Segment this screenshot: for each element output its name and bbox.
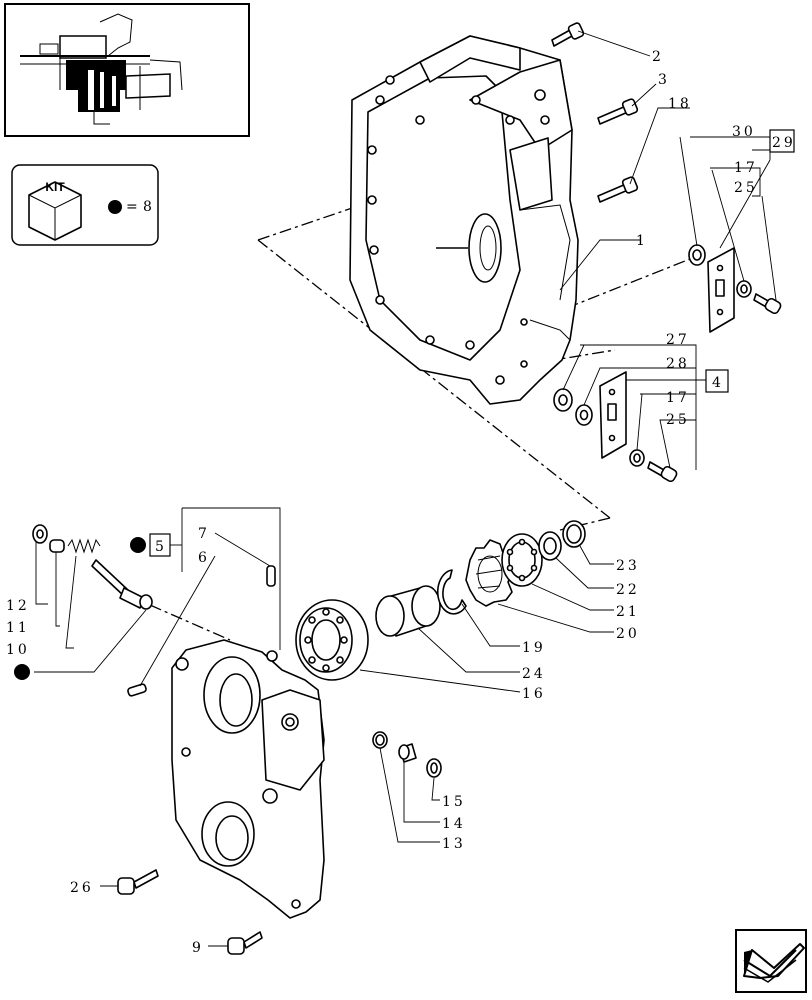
bolt-2[interactable]: [551, 22, 585, 47]
callout-14: 14: [442, 816, 466, 832]
callout-11: 11: [6, 620, 30, 636]
front-cover[interactable]: [171, 639, 325, 919]
plate-29[interactable]: [707, 247, 735, 333]
detent-plunger[interactable]: [91, 559, 153, 610]
plug-11[interactable]: [49, 539, 65, 553]
callout-2: 2: [652, 49, 664, 65]
callout-16: 16: [522, 686, 546, 702]
callout-21: 21: [616, 604, 640, 620]
leader-lines: [34, 30, 777, 947]
callout-1: 1: [636, 233, 648, 249]
main-housing[interactable]: [349, 35, 579, 405]
callout-20: 20: [616, 626, 640, 642]
location-thumbnail[interactable]: [4, 3, 250, 137]
gear-20[interactable]: [465, 539, 513, 607]
callout-17a: 17: [734, 160, 758, 176]
callout-12: 12: [6, 598, 30, 614]
kit-equals: =: [126, 199, 141, 215]
callout-17b: 17: [666, 390, 690, 406]
kit-bullet-icon: [108, 200, 122, 214]
bullet-left-icon: [14, 664, 30, 680]
callout-5: 5: [155, 539, 167, 555]
washer-17-upper[interactable]: [736, 280, 752, 298]
snap-ring-19[interactable]: [436, 569, 467, 615]
callout-26: 26: [70, 880, 94, 896]
kit-legend: KIT = 8: [11, 164, 159, 246]
kit-quantity: 8: [143, 199, 155, 215]
callout-10: 10: [6, 642, 30, 658]
callout-25a: 25: [734, 180, 758, 196]
callout-29: 29: [772, 135, 796, 151]
callout-13: 13: [442, 836, 466, 852]
plate-4[interactable]: [599, 371, 627, 459]
next-page-button[interactable]: [735, 929, 807, 993]
callout-23: 23: [616, 558, 640, 574]
callout-25b: 25: [666, 412, 690, 428]
callout-22: 22: [616, 582, 640, 598]
circlip-12[interactable]: [32, 524, 48, 544]
callout-18: 18: [668, 96, 692, 112]
kit-label: KIT: [45, 180, 65, 194]
arrow-icon: [743, 943, 805, 983]
callout-9: 9: [192, 940, 204, 956]
o-ring-13[interactable]: [372, 731, 388, 749]
washer-17-lower[interactable]: [629, 449, 645, 467]
callout-4: 4: [712, 375, 724, 391]
ring-22[interactable]: [538, 531, 562, 561]
callout-27: 27: [666, 332, 690, 348]
bolt-25-upper[interactable]: [753, 293, 782, 315]
washer-30[interactable]: [688, 244, 706, 266]
bushing-24[interactable]: [375, 585, 441, 637]
bolt-18[interactable]: [597, 176, 639, 203]
callout-15: 15: [442, 794, 466, 810]
callout-19: 19: [522, 640, 546, 656]
bearing-16[interactable]: [295, 599, 369, 681]
bolt-3[interactable]: [597, 98, 639, 125]
callout-30: 30: [732, 124, 756, 140]
bearing-21[interactable]: [501, 533, 543, 587]
washer-28[interactable]: [575, 404, 593, 426]
bolt-9[interactable]: [227, 931, 263, 955]
pin-7[interactable]: [266, 565, 276, 587]
callout-7: 7: [198, 526, 210, 542]
callout-labels: 2 3 18 30 29 17 25 1 27 28 4 17 25 5 7 6…: [6, 49, 796, 956]
callout-boxes: [14, 129, 795, 680]
callout-24: 24: [522, 666, 546, 682]
callout-6: 6: [198, 550, 210, 566]
pin-6[interactable]: [127, 683, 147, 697]
clip-15[interactable]: [426, 758, 442, 778]
spring-10[interactable]: [67, 538, 101, 554]
bullet-5-icon: [130, 537, 146, 553]
washer-27[interactable]: [553, 388, 573, 412]
callout-28: 28: [666, 356, 690, 372]
callout-3: 3: [658, 72, 670, 88]
circlip-23[interactable]: [562, 520, 586, 548]
housing-bolt-holes: [367, 75, 550, 385]
bolt-25-lower[interactable]: [647, 461, 678, 483]
plug-14[interactable]: [398, 743, 417, 763]
bolt-26[interactable]: [117, 869, 159, 895]
